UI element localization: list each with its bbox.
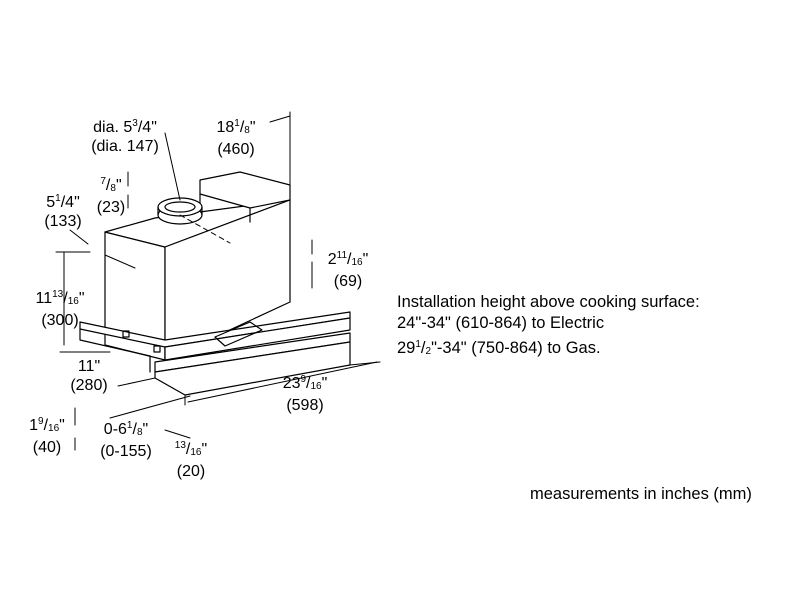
depth-label: 181/8" (460) <box>205 114 267 159</box>
width-label: 239/16" (598) <box>270 370 340 415</box>
collar-height-inch-den: 8 <box>110 183 116 194</box>
hood-height-inch-whole: 11 <box>35 290 53 307</box>
extension-inch-den: 8 <box>136 427 143 438</box>
hood-body <box>104 171 291 361</box>
units-note: measurements in inches (mm) <box>530 485 752 503</box>
extension-inch-num: 1 <box>126 420 133 431</box>
width-inch-whole: 23 <box>282 375 301 392</box>
dimension-lines <box>55 111 381 451</box>
installation-note: Installation height above cooking surfac… <box>397 292 700 362</box>
width-inch-num: 9 <box>300 374 307 385</box>
depth-mm: (460) <box>217 141 255 158</box>
duct-offset-inch-whole: 5 <box>46 194 56 211</box>
duct-offset-mm: (133) <box>44 213 82 230</box>
collar-height-label: 7/8" (23) <box>92 172 130 217</box>
collar-height-inch-num: 7 <box>100 176 106 187</box>
body-depth-label: 11" (280) <box>62 357 116 395</box>
gas-inch-num: 1 <box>415 339 421 350</box>
front-panel-height-inch-whole: 2 <box>327 251 337 268</box>
body-depth-mm: (280) <box>70 377 108 394</box>
hood-height-inch-num: 13 <box>52 289 64 300</box>
base-height-inch-num: 9 <box>38 416 44 427</box>
hood-height-inch-den: 16 <box>67 296 79 307</box>
depth-inch-den: 8 <box>244 125 250 136</box>
base-height-label: 19/16" (40) <box>18 412 76 457</box>
front-panel-height-mm: (69) <box>333 273 363 290</box>
collar-height-mm: (23) <box>96 199 126 216</box>
duct-diameter-inch-den: 4 <box>142 119 152 136</box>
duct-offset-inch-den: 4 <box>65 194 75 211</box>
gas-inch-den: 2 <box>425 346 432 357</box>
front-drawer <box>79 311 351 396</box>
front-strip-inch-den: 16 <box>190 447 202 458</box>
front-panel-height-inch-num: 11 <box>336 250 348 261</box>
duct-diameter-label: dia. 53/4" (dia. 147) <box>82 114 168 156</box>
duct-diameter-mm: (dia. 147) <box>91 138 159 155</box>
extension-mm: (0-155) <box>100 443 152 460</box>
depth-inch-whole: 18 <box>216 119 235 136</box>
base-height-inch-whole: 1 <box>29 417 39 434</box>
extension-inch-whole: 0-6 <box>103 421 127 438</box>
front-strip-label: 13/16" (20) <box>166 436 216 481</box>
base-height-inch-den: 16 <box>48 423 60 434</box>
duct-collar <box>157 197 203 225</box>
duct-diameter-inch-suffix: " <box>151 119 157 136</box>
gas-rest: "-34" (750-864) to Gas. <box>431 339 601 357</box>
front-strip-mm: (20) <box>176 463 206 480</box>
duct-diameter-inch-prefix: dia. 5 <box>93 119 133 136</box>
installation-note-gas: 291/2"-34" (750-864) to Gas. <box>397 339 601 357</box>
duct-offset-label: 51/4" (133) <box>36 189 90 231</box>
gas-inch-whole: 29 <box>397 339 416 357</box>
hood-height-label: 1113/16" (300) <box>24 285 96 330</box>
front-panel-height-label: 211/16" (69) <box>314 246 382 291</box>
duct-diameter-inch-num: 3 <box>132 118 138 129</box>
front-panel-height-inch-den: 16 <box>351 257 363 268</box>
depth-inch-num: 1 <box>234 118 240 129</box>
installation-note-title: Installation height above cooking surfac… <box>397 293 700 311</box>
body-depth-inch: 11" <box>77 358 101 375</box>
installation-note-electric: 24"-34" (610-864) to Electric <box>397 314 605 332</box>
extension-label: 0-61/8" (0-155) <box>90 416 162 461</box>
duct-offset-inch-num: 1 <box>55 193 61 204</box>
width-mm: (598) <box>286 397 324 414</box>
front-strip-inch-num: 13 <box>174 440 186 451</box>
width-inch-den: 16 <box>310 381 322 392</box>
base-height-mm: (40) <box>32 439 62 456</box>
hood-height-mm: (300) <box>41 312 79 329</box>
